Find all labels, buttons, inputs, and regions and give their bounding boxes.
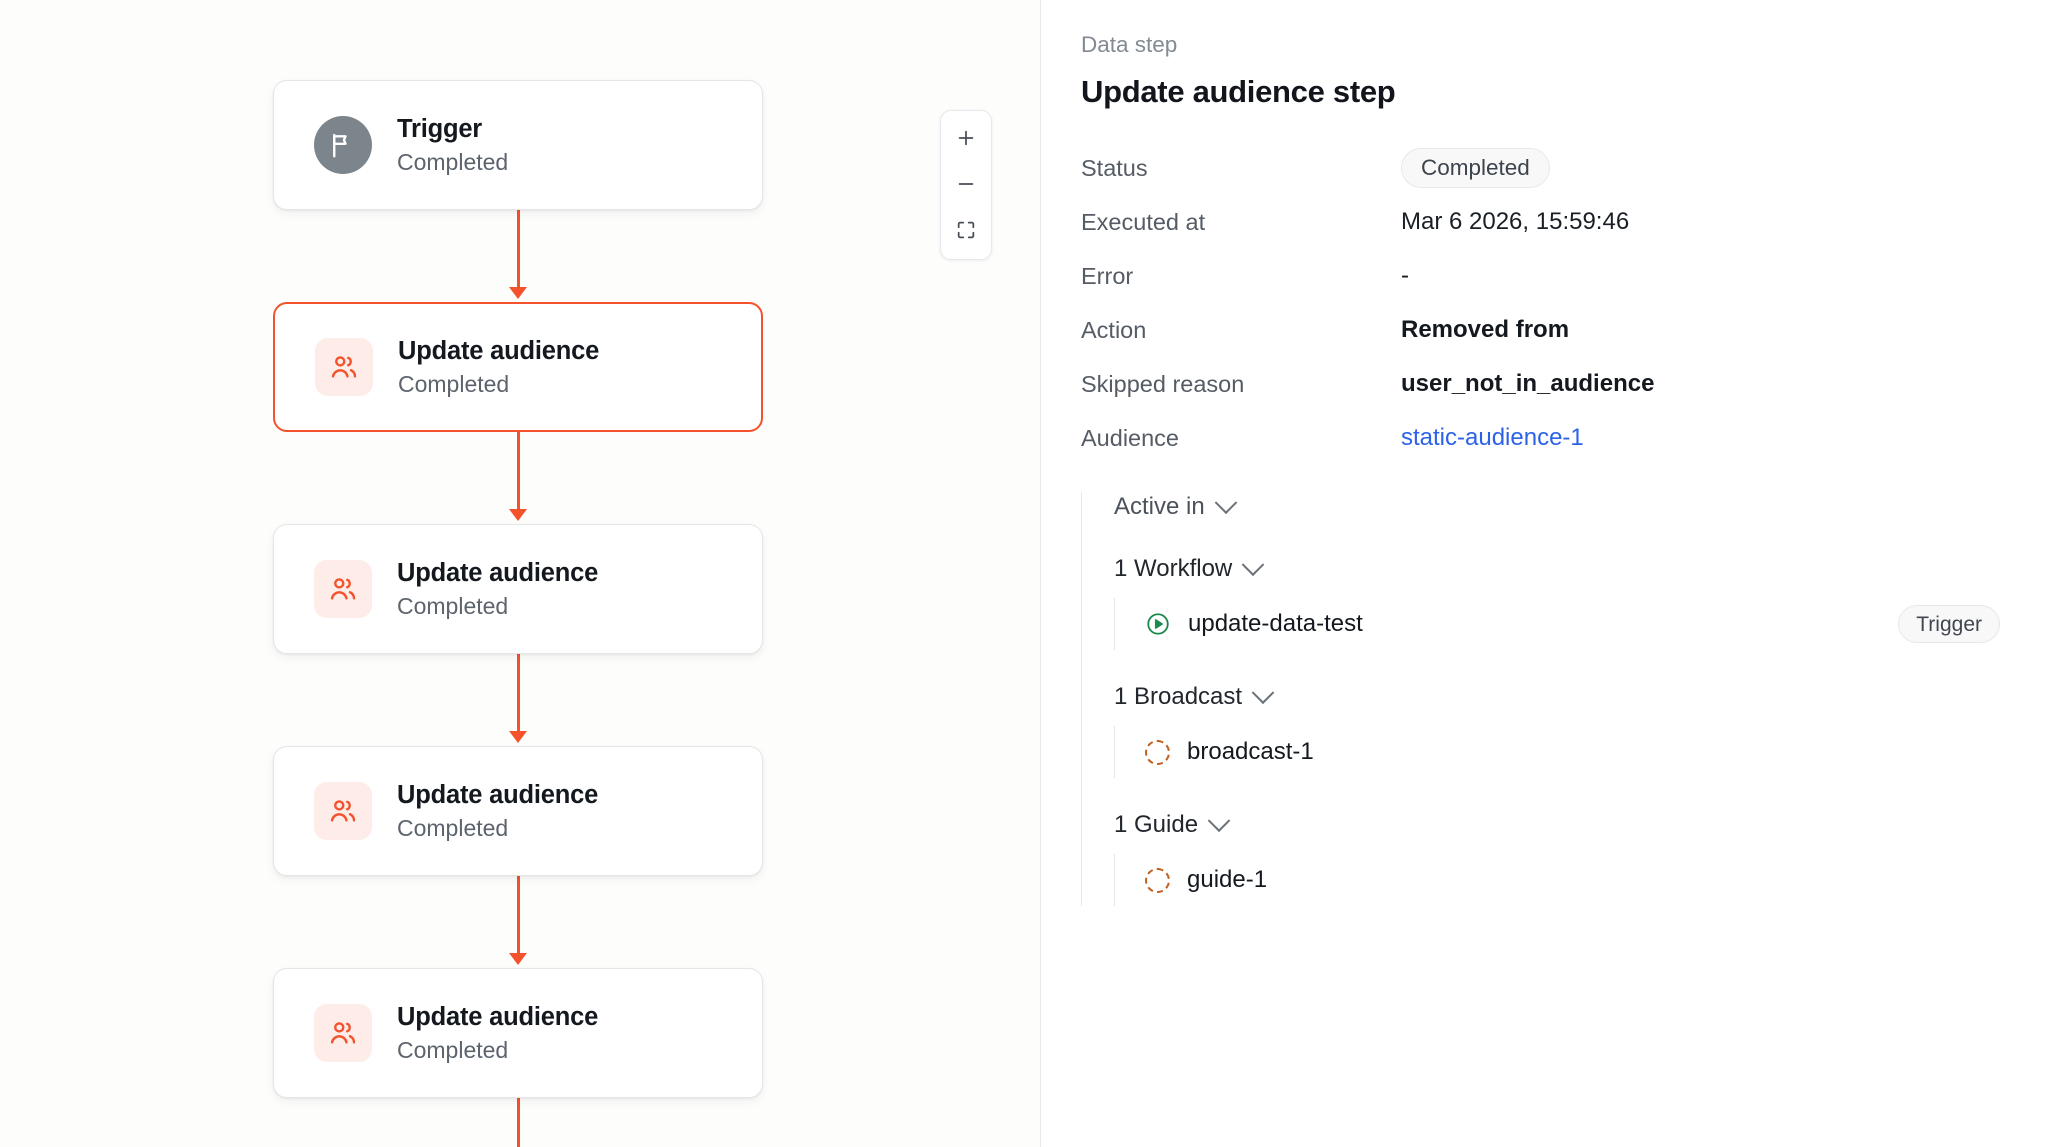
list-item[interactable]: guide-1 bbox=[1129, 854, 2000, 906]
canvas-zoom-controls bbox=[940, 110, 992, 260]
chevron-down-icon bbox=[1214, 491, 1238, 515]
group-label: 1 Broadcast bbox=[1114, 683, 1243, 711]
connector-arrow-3 bbox=[509, 731, 527, 743]
node-status: Completed bbox=[398, 370, 510, 397]
active-in-group-broadcast: 1 Broadcast broadcast-1 bbox=[1114, 681, 2000, 779]
detail-value: Mar 6 2026, 15:59:46 bbox=[1401, 208, 1630, 236]
node-text-group: Update audience Completed bbox=[397, 559, 598, 620]
step-details-panel: Data step Update audience step Status Co… bbox=[1041, 0, 2048, 1147]
active-in-group-guide: 1 Guide guide-1 bbox=[1114, 809, 2000, 907]
detail-list: Status Completed Executed at Mar 6 2026,… bbox=[1081, 148, 2000, 458]
chevron-down-icon bbox=[1251, 681, 1275, 705]
connector-1 bbox=[517, 210, 520, 295]
panel-header: Data step Update audience step bbox=[1081, 30, 2000, 110]
group-toggle-guide[interactable]: 1 Guide bbox=[1114, 809, 2000, 840]
node-title: Update audience bbox=[397, 558, 599, 587]
node-text-group: Update audience Completed bbox=[398, 337, 599, 398]
status-badge: Completed bbox=[1401, 148, 1550, 189]
connector-arrow-2 bbox=[509, 509, 527, 521]
workflow-node-update-audience-1[interactable]: Update audience Completed bbox=[273, 302, 763, 432]
detail-value: user_not_in_audience bbox=[1401, 370, 1655, 398]
active-in-toggle[interactable]: Active in bbox=[1114, 491, 2000, 522]
detail-label: Action bbox=[1081, 316, 1147, 343]
node-text-group: Update audience Completed bbox=[397, 1003, 598, 1064]
group-items: guide-1 bbox=[1114, 854, 2000, 907]
group-toggle-workflow[interactable]: 1 Workflow bbox=[1114, 553, 2000, 584]
connector-3 bbox=[517, 654, 520, 739]
play-circle-icon bbox=[1145, 611, 1171, 637]
chevron-down-icon bbox=[1207, 809, 1231, 833]
node-text-group: Update audience Completed bbox=[397, 781, 598, 842]
detail-row-error: Error - bbox=[1081, 256, 2000, 296]
detail-row-status: Status Completed bbox=[1081, 148, 2000, 189]
fit-view-icon[interactable] bbox=[946, 213, 986, 247]
node-status: Completed bbox=[397, 1036, 509, 1063]
flag-icon bbox=[314, 116, 372, 174]
group-items: broadcast-1 bbox=[1114, 726, 2000, 779]
detail-row-executed-at: Executed at Mar 6 2026, 15:59:46 bbox=[1081, 202, 2000, 242]
node-title: Trigger bbox=[397, 114, 483, 143]
detail-row-audience: Audience static-audience-1 bbox=[1081, 418, 2000, 458]
workflow-node-trigger[interactable]: Trigger Completed bbox=[273, 80, 763, 210]
audience-link[interactable]: static-audience-1 bbox=[1401, 424, 1584, 452]
users-icon bbox=[314, 560, 372, 618]
panel-eyebrow: Data step bbox=[1081, 32, 1178, 57]
zoom-in-button[interactable] bbox=[946, 121, 986, 155]
detail-label: Executed at bbox=[1081, 208, 1206, 235]
workflow-node-update-audience-3[interactable]: Update audience Completed bbox=[273, 746, 763, 876]
node-text-group: Trigger Completed bbox=[397, 115, 508, 176]
workflow-canvas[interactable]: Trigger Completed Update audience Comp bbox=[0, 0, 1041, 1147]
zoom-out-button[interactable] bbox=[946, 167, 986, 201]
detail-label: Error bbox=[1081, 262, 1134, 289]
connector-2 bbox=[517, 432, 520, 517]
node-title: Update audience bbox=[398, 336, 600, 365]
node-title: Update audience bbox=[397, 780, 599, 809]
detail-label: Audience bbox=[1081, 424, 1179, 451]
item-label: broadcast-1 bbox=[1187, 738, 1314, 766]
group-toggle-broadcast[interactable]: 1 Broadcast bbox=[1114, 681, 2000, 712]
connector-arrow-1 bbox=[509, 287, 527, 299]
item-label: update-data-test bbox=[1188, 610, 1363, 638]
connector-arrow-4 bbox=[509, 953, 527, 965]
group-label: 1 Workflow bbox=[1114, 555, 1233, 583]
list-item[interactable]: update-data-test Trigger bbox=[1129, 598, 2000, 650]
node-title: Update audience bbox=[397, 1002, 599, 1031]
detail-row-action: Action Removed from bbox=[1081, 310, 2000, 350]
users-icon bbox=[315, 338, 373, 396]
detail-value: - bbox=[1401, 262, 1409, 290]
detail-row-skipped-reason: Skipped reason user_not_in_audience bbox=[1081, 364, 2000, 404]
chevron-down-icon bbox=[1241, 553, 1265, 577]
node-status: Completed bbox=[397, 592, 509, 619]
canvas-nodes-layer: Trigger Completed Update audience Comp bbox=[273, 80, 763, 1147]
dashed-circle-icon bbox=[1145, 739, 1170, 765]
workflow-node-update-audience-4[interactable]: Update audience Completed bbox=[273, 968, 763, 1098]
detail-value: Removed from bbox=[1401, 316, 1570, 344]
node-status: Completed bbox=[397, 148, 509, 175]
users-icon bbox=[314, 782, 372, 840]
connector-5 bbox=[517, 1098, 520, 1147]
item-label: guide-1 bbox=[1187, 866, 1268, 894]
detail-label: Status bbox=[1081, 154, 1148, 181]
connector-4 bbox=[517, 876, 520, 961]
detail-label: Skipped reason bbox=[1081, 370, 1245, 397]
users-icon bbox=[314, 1004, 372, 1062]
group-label: 1 Guide bbox=[1114, 811, 1199, 839]
list-item[interactable]: broadcast-1 bbox=[1129, 726, 2000, 778]
active-in-label: Active in bbox=[1114, 493, 1205, 521]
group-items: update-data-test Trigger bbox=[1114, 598, 2000, 651]
dashed-circle-icon bbox=[1145, 867, 1170, 893]
active-in-group-workflow: 1 Workflow update-data-test Trigger bbox=[1114, 553, 2000, 651]
workflow-node-update-audience-2[interactable]: Update audience Completed bbox=[273, 524, 763, 654]
page-title: Update audience step bbox=[1081, 74, 1396, 110]
active-in-section: Active in 1 Workflow bbox=[1081, 491, 2000, 907]
item-badge-trigger: Trigger bbox=[1898, 605, 2000, 644]
node-status: Completed bbox=[397, 814, 509, 841]
